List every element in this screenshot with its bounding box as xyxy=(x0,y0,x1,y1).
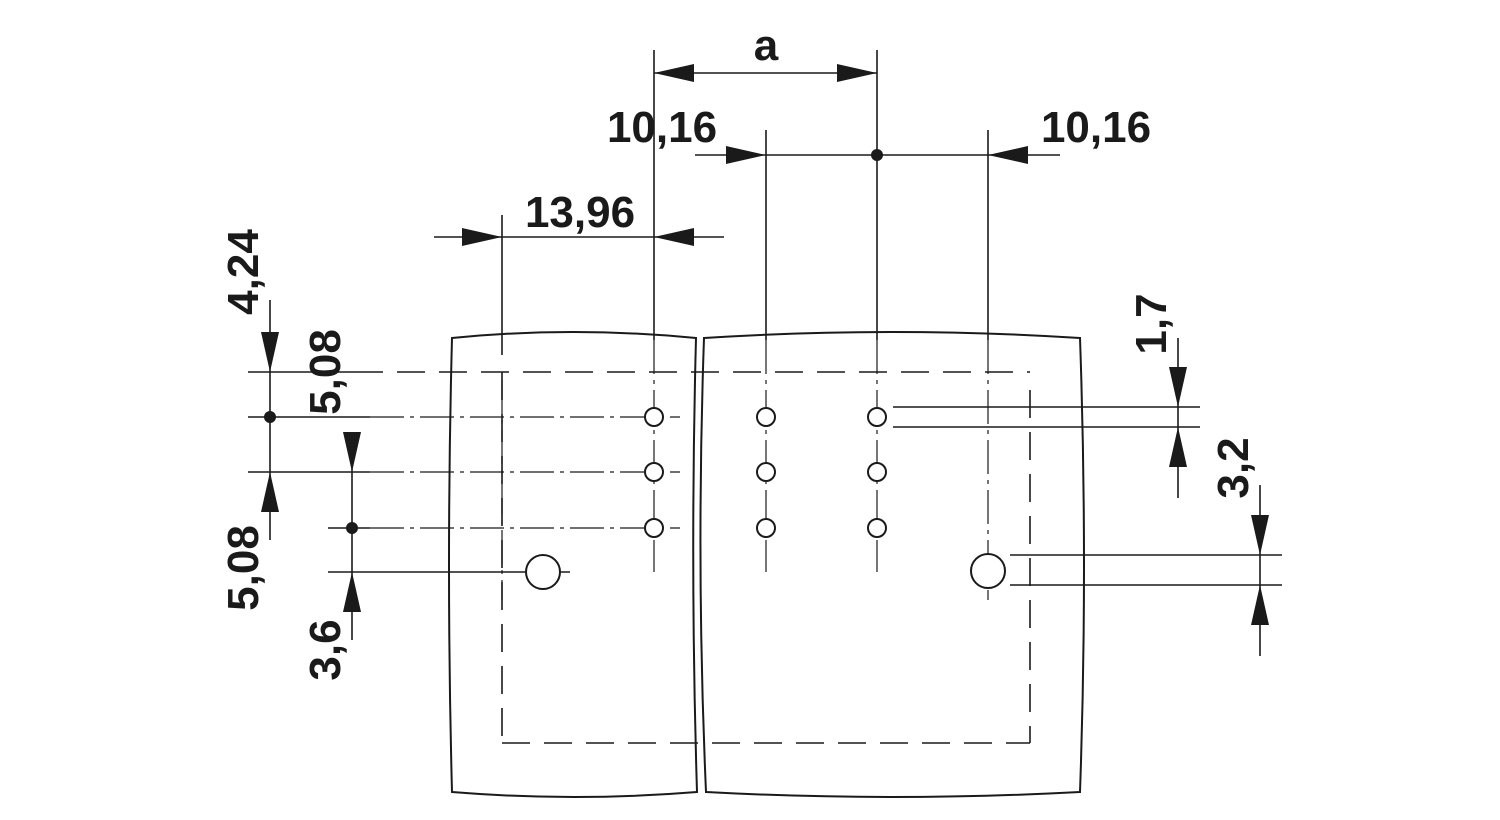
pin-hole xyxy=(867,462,887,482)
arrowhead xyxy=(1169,367,1187,407)
center-lines xyxy=(370,340,989,600)
arrowhead xyxy=(261,472,279,512)
pin-hole xyxy=(867,518,887,538)
dimension-label-3-6: 3,6 xyxy=(301,619,350,680)
pin-hole xyxy=(644,407,664,427)
pin-hole xyxy=(756,407,776,427)
dimension-13-96 xyxy=(434,228,724,246)
fixing-hole-left xyxy=(525,554,561,590)
dimension-label-13-96: 13,96 xyxy=(525,188,635,237)
dimension-label-3-2: 3,2 xyxy=(1209,437,1258,498)
dimension-a xyxy=(654,64,877,82)
arrowhead xyxy=(654,64,694,82)
arrowhead xyxy=(343,432,361,472)
dimension-left-outer xyxy=(261,300,279,540)
dimension-label-5-08-upper: 5,08 xyxy=(301,329,350,415)
arrowhead xyxy=(654,228,694,246)
pin-hole xyxy=(867,407,887,427)
extension-lines xyxy=(248,50,1282,586)
dimension-label-1-7: 1,7 xyxy=(1127,293,1176,354)
pin-hole xyxy=(756,462,776,482)
arrowhead xyxy=(462,228,502,246)
dimension-label-4-24: 4,24 xyxy=(219,229,268,315)
dimension-label-pitch-right: 10,16 xyxy=(1041,103,1151,152)
dimension-dot xyxy=(264,411,276,423)
housing-outlines xyxy=(448,331,1085,798)
arrowhead xyxy=(837,64,877,82)
fixing-holes xyxy=(525,553,1006,590)
dimension-3-2 xyxy=(1251,485,1269,656)
fixing-hole-right xyxy=(970,553,1006,589)
arrowhead xyxy=(1251,515,1269,555)
arrowhead xyxy=(1251,585,1269,625)
arrowhead xyxy=(1169,427,1187,467)
dimension-dot xyxy=(346,522,358,534)
pin-holes xyxy=(644,407,887,538)
right-housing-outline xyxy=(699,331,1085,798)
arrowhead xyxy=(261,332,279,372)
dimension-pitch xyxy=(695,146,1060,164)
dimension-label-5-08-lower: 5,08 xyxy=(219,525,268,611)
arrowhead xyxy=(988,146,1028,164)
dimension-label-a: a xyxy=(754,21,779,70)
left-housing-outline xyxy=(448,331,699,798)
pin-hole xyxy=(644,462,664,482)
pin-hole xyxy=(644,518,664,538)
dimension-left-inner xyxy=(343,432,361,640)
dimension-label-pitch-left: 10,16 xyxy=(607,103,717,152)
dimension-dot xyxy=(871,149,883,161)
arrowhead xyxy=(726,146,766,164)
arrowhead xyxy=(343,572,361,612)
dimension-labels: a 10,16 10,16 13,96 4,24 5,08 5,08 3,6 1… xyxy=(219,21,1258,681)
pin-hole xyxy=(756,518,776,538)
dimension-1-7 xyxy=(1169,338,1187,498)
